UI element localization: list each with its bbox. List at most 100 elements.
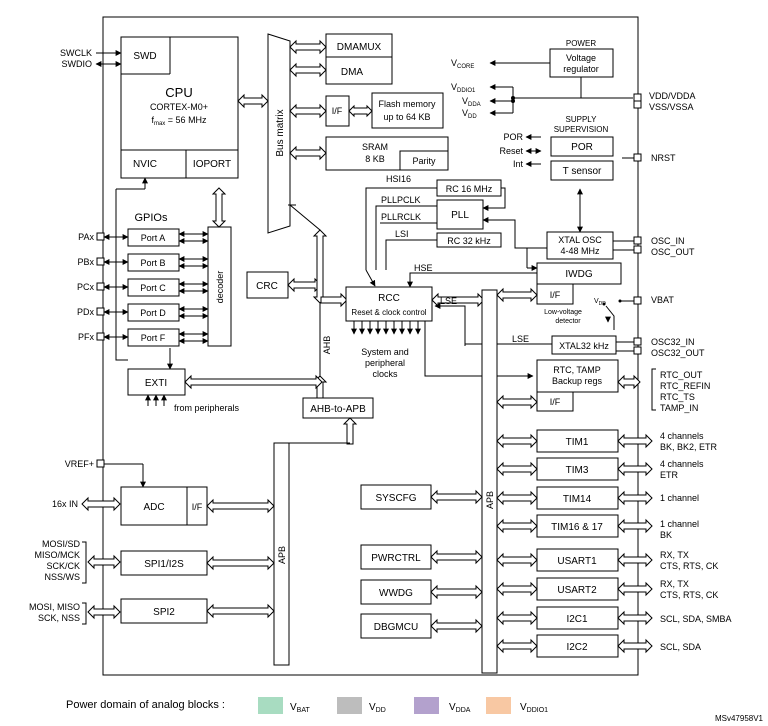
vddio1-label: VDDIO1: [451, 82, 476, 94]
pin-spi2-sck: SCK, NSS: [38, 613, 80, 623]
xtal-osc-label-2: 4-48 MHz: [560, 246, 600, 256]
port-d-label: Port D: [140, 308, 166, 318]
apb-left-label: APB: [277, 546, 287, 564]
pin-spi1-nss: NSS/WS: [44, 572, 80, 582]
pin-vrefp: VREF+: [65, 459, 94, 469]
pin-rtc-out: RTC_OUT: [660, 370, 703, 380]
legend-label-vdda: VDDA: [449, 702, 471, 714]
bus-matrix: [267, 33, 291, 234]
pllpclk-label: PLLPCLK: [381, 195, 421, 205]
pwrctrl-label: PWRCTRL: [371, 553, 421, 564]
vdd-label: VDD: [462, 108, 477, 120]
i2c1-pins-1: SCL, SDA, SMBA: [660, 614, 732, 624]
flash-block: [371, 92, 444, 129]
iwdg-if-label: I/F: [550, 290, 561, 300]
usart1-pins-1: RX, TX: [660, 550, 689, 560]
cpu-block: [120, 36, 239, 179]
port-b-row: PBx Port B: [77, 253, 180, 272]
pin-nrst: NRST: [651, 153, 676, 163]
port-b-label: Port B: [140, 258, 165, 268]
rtc-block: [536, 359, 619, 393]
pwrctrl-block: [360, 544, 432, 570]
doc-id: MSv47958V1: [715, 714, 764, 723]
rcc-sub-label: Reset & clock control: [351, 308, 426, 317]
usart1-label: USART1: [557, 556, 597, 567]
iwdg-if: [536, 283, 574, 305]
gpios-title: GPIOs: [134, 212, 168, 224]
lse-a-label: LSE: [440, 296, 457, 306]
voltage-regulator-block: [549, 48, 614, 78]
ahb-label: AHB: [322, 336, 332, 355]
xtal-osc-block: [546, 231, 614, 260]
pin-osc32-out: OSC32_OUT: [651, 348, 705, 358]
pin-swclk: SWCLK: [60, 48, 92, 58]
lvd-label-2: detector: [555, 318, 581, 325]
sys-clk-label-1: System and: [361, 347, 409, 357]
port-a-row: PAx Port A: [78, 228, 180, 247]
usart2-label: USART2: [557, 585, 597, 596]
sys-clk-label-2: peripheral: [365, 358, 405, 368]
xtal32-block: [551, 335, 617, 355]
usart2-pins-2: CTS, RTS, CK: [660, 590, 718, 600]
hsi16-label: HSI16: [386, 174, 411, 184]
vdda-label: VDDA: [462, 96, 481, 108]
pin-vbat: VBAT: [651, 295, 674, 305]
apb-bus-right: [481, 289, 498, 674]
flash-if-label: I/F: [332, 106, 343, 116]
pin-pfx: PFx: [78, 332, 95, 342]
iwdg-label: IWDG: [565, 269, 592, 280]
port-c-row: PCx Port C: [77, 278, 180, 297]
from-peripherals-label: from peripherals: [174, 403, 240, 413]
tim1-label: TIM1: [566, 437, 589, 448]
pll-block: [436, 199, 484, 230]
pin-pax: PAx: [78, 232, 94, 242]
sram-label-1: SRAM: [362, 142, 388, 152]
int-out-label: Int: [513, 159, 524, 169]
vreg-label-2: regulator: [563, 64, 599, 74]
tim3-pins-2: ETR: [660, 470, 679, 480]
port-f-label: Port F: [141, 333, 166, 343]
crc-label: CRC: [256, 281, 278, 292]
port-rows: PAx Port A PBx Port B PCx Port C PDx Por…: [77, 228, 180, 347]
tim1-pins-2: BK, BK2, ETR: [660, 442, 718, 452]
rcc-block: [345, 286, 433, 322]
por-block: [550, 136, 614, 157]
port-a-label: Port A: [141, 233, 166, 243]
pin-pbx: PBx: [77, 257, 94, 267]
power-title: POWER: [566, 39, 596, 48]
pin-pdx: PDx: [77, 307, 95, 317]
tim16-17-pins-2: BK: [660, 530, 672, 540]
port-decoder-links: [178, 231, 209, 344]
rcc-clock-outputs: [351, 321, 421, 335]
rc32-label: RC 32 kHz: [447, 236, 491, 246]
adc-block: [120, 486, 188, 526]
lse-b-label: LSE: [512, 334, 529, 344]
tim3-pins-1: 4 channels: [660, 459, 704, 469]
cpu-fmax-label: fmax = 56 MHz: [151, 115, 207, 127]
exti-block: [127, 368, 186, 396]
syscfg-label: SYSCFG: [375, 493, 416, 504]
legend-swatch-vdda: [414, 697, 439, 714]
hse-label: HSE: [414, 263, 433, 273]
adc-if-label: I/F: [192, 502, 203, 512]
exti-label: EXTI: [145, 378, 167, 389]
usart1-pins-2: CTS, RTS, CK: [660, 561, 718, 571]
pin-osc-out: OSC_OUT: [651, 247, 695, 257]
rtc-label-1: RTC, TAMP: [553, 365, 601, 375]
ahb-to-apb-block: [302, 397, 374, 419]
dma-label: DMA: [341, 67, 364, 78]
port-d-row: PDx Port D: [77, 303, 180, 322]
cpu-core-label: CORTEX-M0+: [150, 102, 208, 112]
parity-label: Parity: [412, 156, 436, 166]
apb-left-periph: SYSCFG PWRCTRL WWDG DBGMCU: [360, 484, 483, 639]
legend-swatch-vddio1: [486, 697, 511, 714]
supply-title-1: SUPPLY: [566, 115, 598, 124]
legend-swatch-vdd: [337, 697, 362, 714]
flash-label-1: Flash memory: [378, 99, 436, 109]
bus-matrix-label: Bus matrix: [275, 109, 286, 156]
dbgmcu-label: DBGMCU: [374, 622, 418, 633]
sram-label-2: 8 KB: [365, 154, 385, 164]
decoder-label: decoder: [215, 271, 225, 304]
usart2-pins-1: RX, TX: [660, 579, 689, 589]
